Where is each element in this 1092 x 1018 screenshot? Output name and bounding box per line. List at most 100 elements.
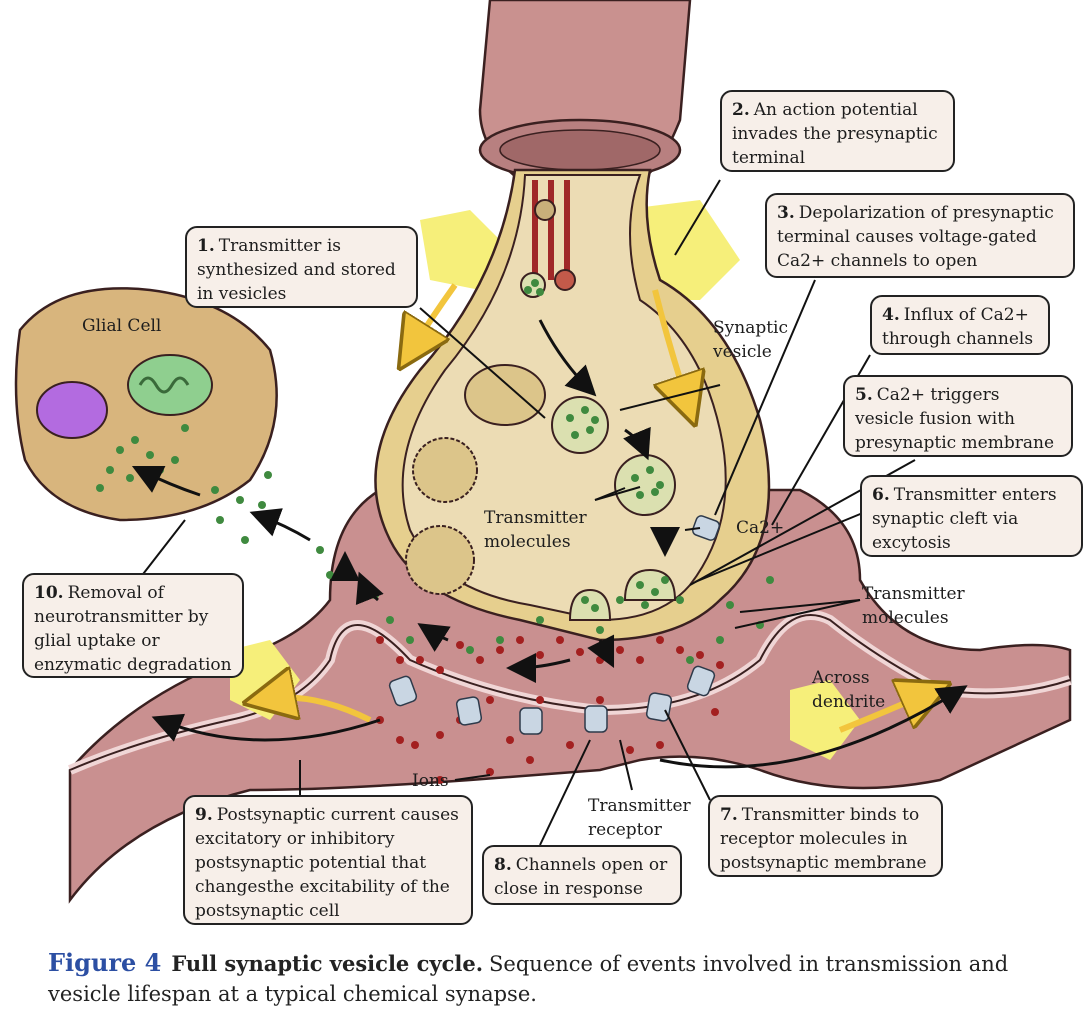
- ion-dot: [616, 646, 624, 654]
- transmitter-dot: [566, 414, 574, 422]
- ion-dot: [656, 741, 664, 749]
- step-number: 3.: [777, 203, 795, 223]
- step-number: 4.: [882, 305, 900, 325]
- ion-dot: [456, 641, 464, 649]
- transmitter-dot: [656, 481, 664, 489]
- ion-dot: [656, 636, 664, 644]
- process-arrows: [131, 319, 968, 769]
- transmitter-dot: [636, 581, 644, 589]
- transmitter-receptor-label-line1: Transmitter: [588, 796, 691, 816]
- transmitter-dot: [171, 456, 179, 464]
- transmitter-dot: [216, 516, 224, 524]
- step-number: 2.: [732, 100, 750, 120]
- across-dendrite-label-line1: Across: [812, 668, 870, 688]
- callout-step-4: 4.Influx of Ca2+ through channels: [870, 295, 1050, 355]
- callout-leaders: [139, 179, 916, 846]
- transmitter-dot: [531, 279, 539, 287]
- callout-step-7: 7.Transmitter binds to receptor molecule…: [708, 795, 943, 877]
- transmitter-dot: [496, 636, 504, 644]
- step-text: Postsynaptic current causes excitatory o…: [195, 805, 459, 921]
- synaptic-vesicle-label-line2: vesicle: [713, 342, 772, 362]
- transmitter-dot: [96, 484, 104, 492]
- ion-dot: [576, 648, 584, 656]
- ion-dot: [711, 708, 719, 716]
- step-text: Transmitter is synthesized and stored in…: [197, 236, 396, 304]
- action-potential-arrows: [260, 283, 935, 733]
- callout-step-3: 3.Depolarization of presynaptic terminal…: [765, 193, 1075, 278]
- transmitter-dot: [258, 501, 266, 509]
- transmitter-dot: [466, 646, 474, 654]
- transmitter-dot: [646, 466, 654, 474]
- ions-label: Ions: [412, 771, 449, 791]
- presynaptic-axon: [478, 0, 692, 182]
- transmitter-dot: [181, 424, 189, 432]
- ca2-label: Ca2+: [736, 518, 785, 538]
- ion-dot: [396, 736, 404, 744]
- ion-dot: [636, 656, 644, 664]
- transmitter-dot: [126, 474, 134, 482]
- ion-dot: [506, 736, 514, 744]
- ion-dot: [516, 636, 524, 644]
- transmitter-dot: [536, 616, 544, 624]
- ion-dot: [716, 661, 724, 669]
- ion-dot: [436, 666, 444, 674]
- transmitter-dot: [581, 596, 589, 604]
- step-text: Ca2+ triggers vesicle fusion with presyn…: [855, 385, 1055, 453]
- transmitter-dot: [591, 416, 599, 424]
- ion-dot: [411, 741, 419, 749]
- step-number: 10.: [34, 583, 64, 603]
- ion-dot: [596, 656, 604, 664]
- transmitter-dot: [766, 576, 774, 584]
- ion-dot: [476, 656, 484, 664]
- transmitter-dot: [726, 601, 734, 609]
- step-text: Depolarization of presynaptic terminal c…: [777, 203, 1054, 271]
- step-number: 8.: [494, 855, 512, 875]
- transmitter-dot: [651, 488, 659, 496]
- transmitter-dot: [631, 474, 639, 482]
- ion-dot: [436, 776, 444, 784]
- transmitter-dot: [716, 636, 724, 644]
- step-text: Channels open or close in response: [494, 855, 668, 899]
- transmitter-dot: [241, 536, 249, 544]
- ion-dot: [556, 636, 564, 644]
- transmitter-receptor-label-line2: receptor: [588, 820, 662, 840]
- ion-dot: [396, 656, 404, 664]
- transmitter-dot: [116, 446, 124, 454]
- transmitter-dot: [236, 496, 244, 504]
- callout-step-2: 2.An action potential invades the presyn…: [720, 90, 955, 172]
- synaptic-vesicle-label-line1: Synaptic: [713, 318, 789, 338]
- synapse-diagram: [14, 0, 1072, 904]
- step-text: An action potential invades the presynap…: [732, 100, 938, 168]
- ion-dot: [496, 646, 504, 654]
- step-number: 1.: [197, 236, 215, 256]
- ion-dot: [676, 646, 684, 654]
- transmitter-dot: [616, 596, 624, 604]
- transmitter-dot: [131, 436, 139, 444]
- step-number: 9.: [195, 805, 213, 825]
- ion-dot: [436, 731, 444, 739]
- transmitter-dot: [581, 406, 589, 414]
- transmitter-dot: [661, 576, 669, 584]
- transmitter-molecules-right-label-line1: Transmitter: [862, 584, 965, 604]
- transmitter-dot: [264, 471, 272, 479]
- transmitter-dot: [156, 466, 164, 474]
- transmitter-dot: [651, 588, 659, 596]
- figure-number: Figure 4: [48, 948, 162, 977]
- ion-dot: [486, 768, 494, 776]
- transmitter-dot: [571, 431, 579, 439]
- ion-dot: [626, 746, 634, 754]
- transmitter-dot: [686, 656, 694, 664]
- transmitter-dot: [641, 601, 649, 609]
- transmitter-dot: [386, 616, 394, 624]
- ion-dot: [526, 756, 534, 764]
- transmitter-molecules-label-line2: molecules: [484, 532, 571, 552]
- transmitter-dot: [636, 491, 644, 499]
- step-number: 6.: [872, 485, 890, 505]
- ion-dot: [416, 656, 424, 664]
- step-text: Transmitter binds to receptor molecules …: [720, 805, 927, 873]
- step-number: 7.: [720, 805, 738, 825]
- across-dendrite-label-line2: dendrite: [812, 692, 886, 712]
- transmitter-dot: [586, 426, 594, 434]
- ion-dot: [376, 636, 384, 644]
